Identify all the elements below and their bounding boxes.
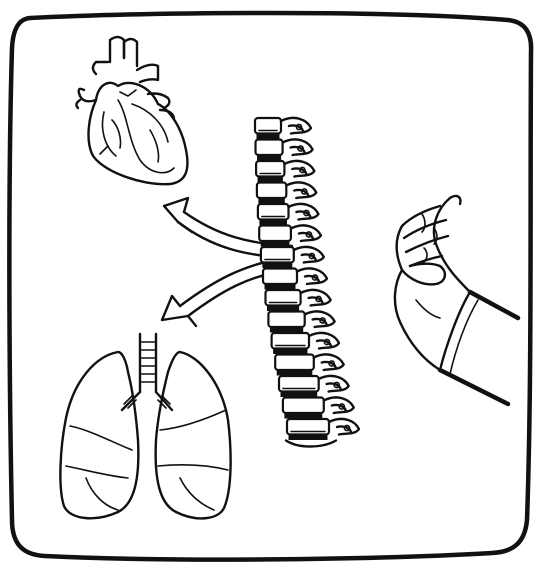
vertebra: [268, 311, 334, 332]
vertebra: [258, 204, 319, 225]
vertebra: [259, 225, 321, 246]
vertebra: [283, 397, 354, 418]
vertebra: [266, 290, 331, 311]
vertebra: [287, 419, 359, 440]
vertebra: [257, 182, 316, 203]
vertebra: [255, 118, 311, 139]
heart-drawing: [76, 37, 187, 184]
vertebra: [275, 354, 344, 375]
vertebra: [256, 139, 313, 160]
vertebra: [272, 333, 339, 354]
vertebra: [279, 376, 349, 397]
spine-drawing: [255, 118, 359, 447]
vertebra: [261, 247, 324, 268]
lungs-drawing: [60, 334, 230, 518]
vertebra: [263, 268, 327, 289]
vertebra: [256, 161, 314, 182]
hand-drawing: [395, 196, 518, 404]
arrow-head-lungs: [162, 296, 196, 326]
